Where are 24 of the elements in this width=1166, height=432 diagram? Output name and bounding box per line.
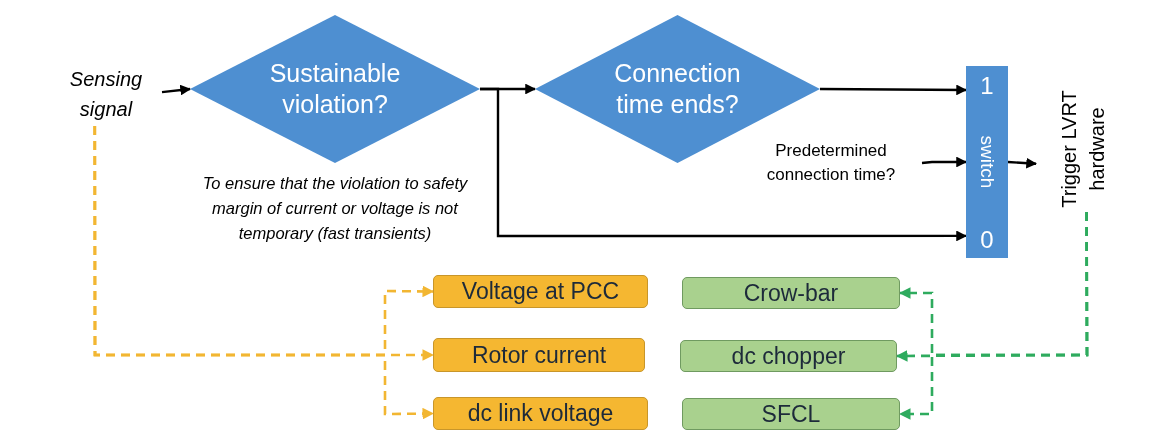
arrow <box>820 84 968 96</box>
arrow <box>480 87 968 242</box>
dashed-arrow <box>898 212 1089 420</box>
decision-label: Connection time ends? <box>613 57 742 120</box>
process-box: dc link voltage <box>433 397 648 430</box>
input-text: Sensing signal <box>50 62 162 126</box>
process-box: Crow-bar <box>682 277 900 309</box>
arrow <box>161 84 192 96</box>
process-box: dc chopper <box>680 340 897 372</box>
process-box: Voltage at PCC <box>433 275 648 308</box>
dashed-arrow <box>93 126 435 420</box>
annotation-text: To ensure that the violation to safety margin of current or voltage is not temporary (fast transients) <box>201 173 469 244</box>
input-label: 0 <box>980 226 994 254</box>
switch-block <box>966 66 1008 258</box>
decision-diamond <box>190 15 480 163</box>
process-box: SFCL <box>682 398 900 430</box>
arrow <box>921 156 968 168</box>
arrow <box>1007 157 1038 169</box>
output-text: Trigger LVRT hardware <box>1036 85 1128 212</box>
decision-label: Sustainable violation? <box>268 57 402 120</box>
switch-label: switch <box>976 135 998 189</box>
condition-text: Predetermined connection time? <box>740 138 922 188</box>
input-label: 1 <box>980 72 994 100</box>
process-box: Rotor current <box>433 338 645 372</box>
